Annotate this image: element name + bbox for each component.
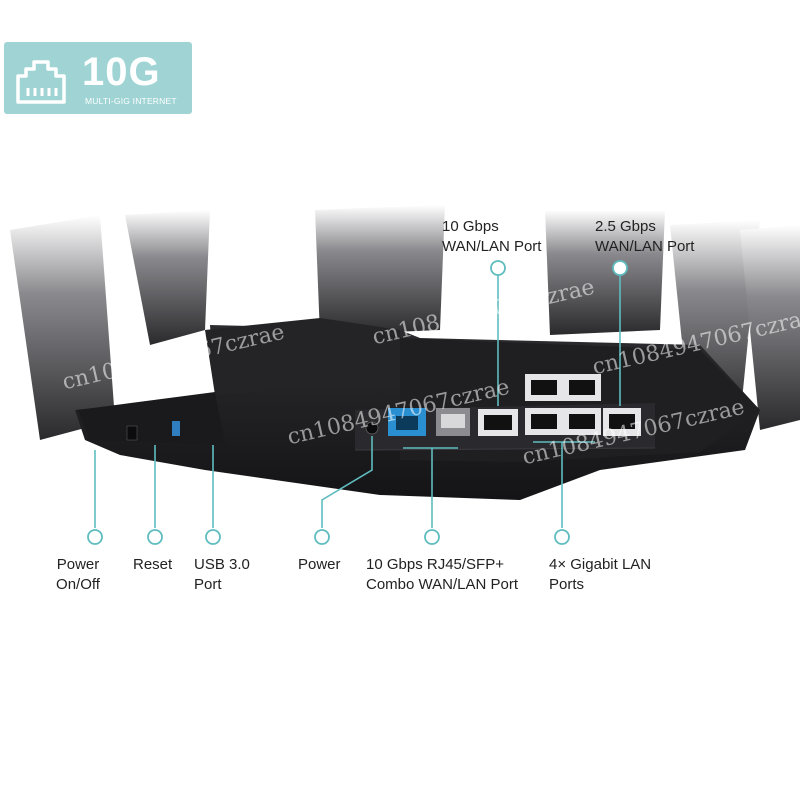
badge-subtitle: MULTI-GIG INTERNET — [85, 96, 177, 106]
callout-line1: 10 Gbps — [442, 218, 499, 235]
callout-line2: Combo WAN/LAN Port — [366, 576, 518, 593]
callout-10gbps-rj45-sfp-combo: 10 Gbps RJ45/SFP+ Combo WAN/LAN Port — [366, 555, 518, 595]
callout-line1: Power — [298, 556, 341, 573]
antenna-center-right — [545, 210, 665, 335]
callout-line1: Power — [56, 556, 100, 573]
antenna-left-inner — [125, 210, 210, 345]
callout-power-on-off: Power On/Off — [45, 555, 111, 595]
callout-2-5gbps-wan-lan: 2.5 Gbps WAN/LAN Port — [595, 217, 694, 257]
ethernet-port-icon — [16, 60, 66, 104]
antenna-center-left — [315, 205, 445, 335]
callout-line2: On/Off — [56, 576, 100, 593]
callout-gigabit-lan-ports: 4× Gigabit LAN Ports — [549, 555, 651, 595]
antenna-right-outer — [740, 225, 800, 430]
callout-reset: Reset — [133, 555, 172, 575]
badge-speed: 10G — [82, 50, 161, 94]
callout-usb-3-0-port: USB 3.0 Port — [194, 555, 250, 595]
callout-line1: 10 Gbps RJ45/SFP+ — [366, 556, 504, 573]
callout-line2: Port — [194, 576, 222, 593]
callout-line2: WAN/LAN Port — [595, 238, 695, 255]
callout-10gbps-wan-lan: 10 Gbps WAN/LAN Port — [442, 217, 541, 257]
multigig-badge: 10G MULTI-GIG INTERNET — [4, 42, 192, 114]
callout-line2: Ports — [549, 576, 585, 593]
callout-line1: Reset — [133, 556, 173, 573]
callout-line1: USB 3.0 — [194, 556, 250, 573]
antenna-left-outer — [10, 215, 115, 440]
callout-power: Power — [298, 555, 341, 575]
callout-line1: 4× Gigabit LAN — [549, 556, 652, 573]
callout-line1: 2.5 Gbps — [595, 218, 656, 235]
callout-line2: WAN/LAN Port — [442, 238, 542, 255]
